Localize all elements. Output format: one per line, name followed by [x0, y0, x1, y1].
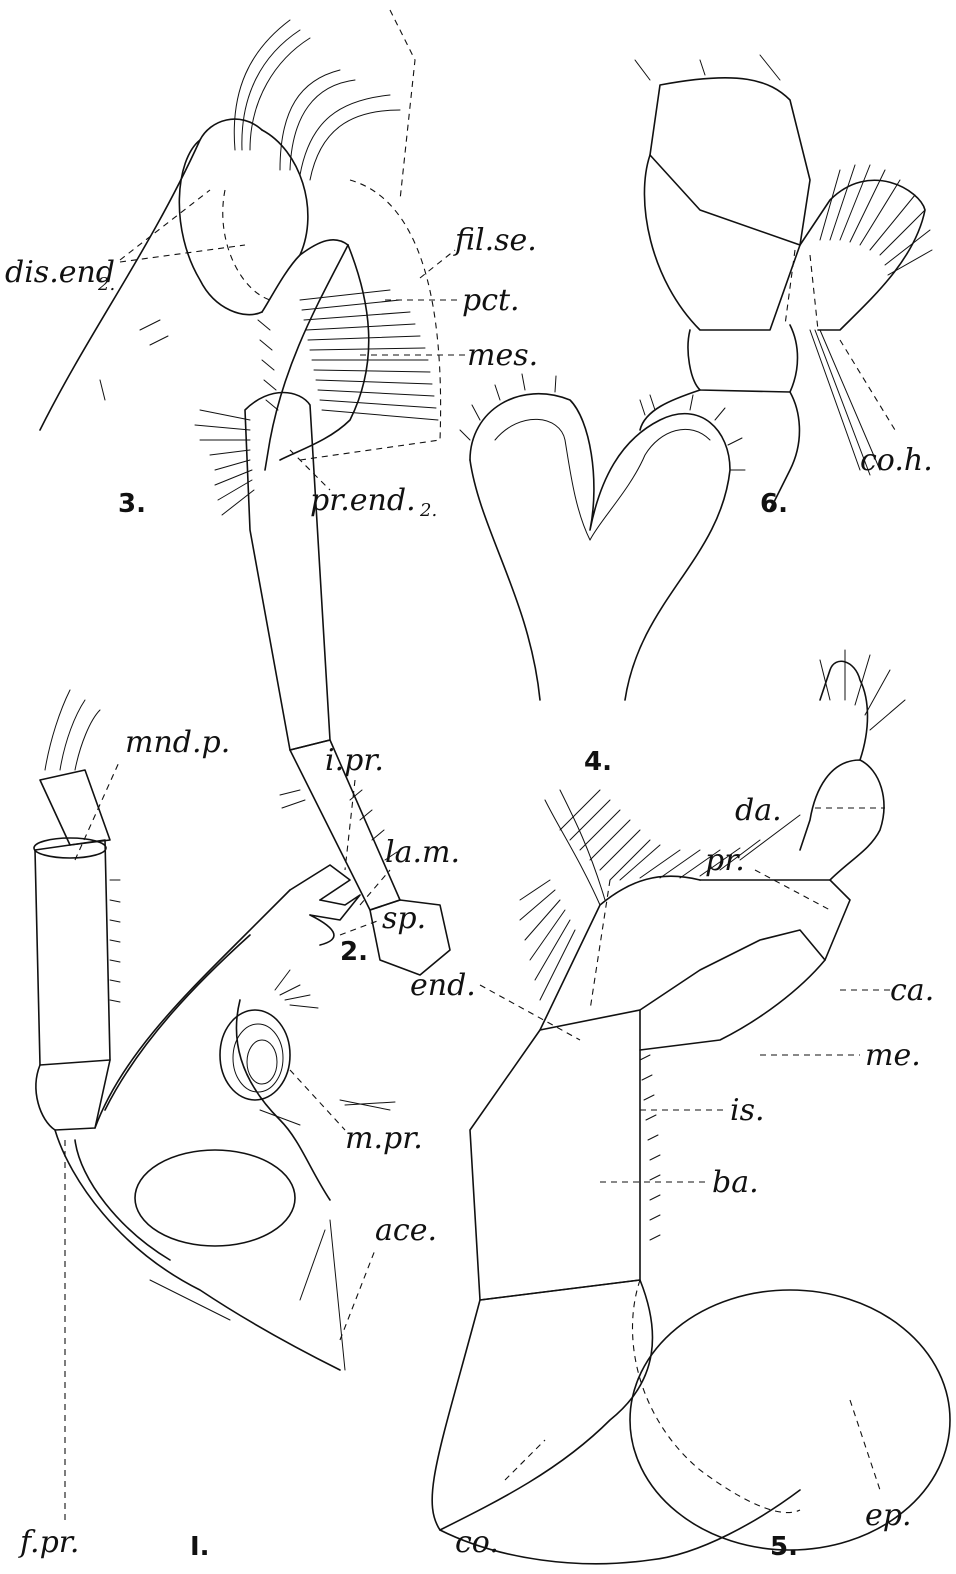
leader-co: [505, 1440, 545, 1480]
leader-m-pr: [290, 1070, 345, 1130]
label-me: me.: [865, 1038, 921, 1073]
figure-number-5: 5.: [770, 1532, 798, 1562]
figure-number-4: 4.: [584, 747, 612, 777]
label-pr-end-subscript: 2.: [419, 500, 437, 521]
leader-dis-end-b: [120, 245, 245, 262]
leader-i-pr: [345, 780, 355, 870]
figure-number-6: 6.: [760, 489, 788, 519]
label-m-pr: m.pr.: [345, 1121, 423, 1156]
leader-ace: [340, 1250, 375, 1340]
leader-pr: [755, 870, 830, 910]
label-ep: ep.: [865, 1498, 912, 1533]
label-f-pr: f.pr.: [18, 1525, 79, 1560]
figure-2-drawing: [195, 393, 450, 976]
label-mnd-p: mnd.p.: [125, 725, 230, 760]
label-la-m: la.m.: [385, 835, 460, 870]
label-i-pr: i.pr.: [325, 743, 384, 778]
label-ba: ba.: [712, 1165, 759, 1200]
label-da: da.: [735, 793, 782, 828]
leader-end: [480, 985, 580, 1040]
label-sp: sp.: [382, 901, 426, 936]
label-fil-se: fil.se.: [453, 223, 537, 258]
figure-4-drawing: [460, 374, 745, 700]
leader-mnd-p: [75, 760, 120, 860]
label-pct: pct.: [462, 283, 520, 318]
figure-number-I: I.: [190, 1532, 210, 1562]
leader-dis-end-a: [120, 190, 210, 260]
figure-3-drawing: [40, 10, 441, 470]
label-co: co.: [455, 1525, 499, 1560]
label-pr: pr.: [705, 843, 745, 878]
label-ca: ca.: [890, 973, 934, 1008]
label-co-h: co.h.: [860, 443, 933, 478]
figure-I-drawing: [34, 690, 395, 1370]
label-mes: mes.: [467, 338, 538, 373]
figure-number-3: 3.: [118, 489, 146, 519]
figure-5-drawing: [432, 650, 950, 1564]
leader-ep: [850, 1400, 880, 1490]
figure-number-2: 2.: [340, 937, 368, 967]
label-end: end.: [410, 968, 476, 1003]
label-ace: ace.: [375, 1213, 437, 1248]
figure-6-drawing: [635, 55, 932, 510]
label-dis-end-subscript: 2.: [97, 274, 115, 295]
label-pr-end: pr.end.: [310, 483, 416, 518]
label-is: is.: [730, 1093, 765, 1128]
